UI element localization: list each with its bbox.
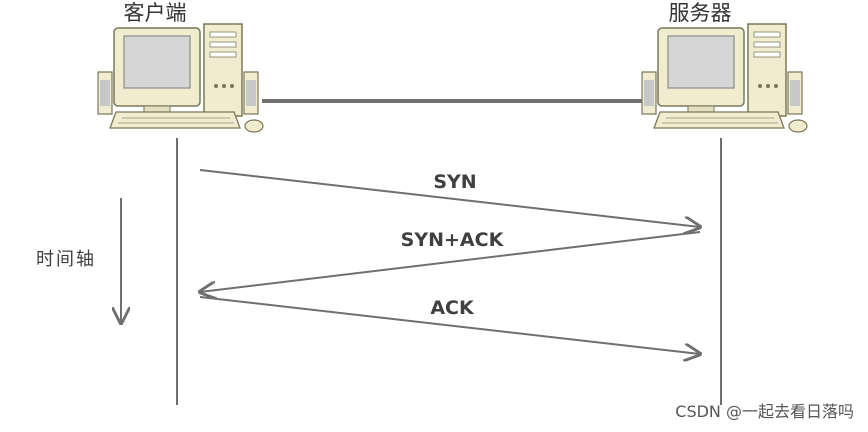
syn-ack-arrow — [200, 231, 701, 292]
client-title: 客户端 — [124, 1, 187, 25]
server-computer-icon — [641, 23, 808, 133]
ack-label: ACK — [430, 297, 475, 319]
syn-ack-label: SYN+ACK — [401, 229, 505, 251]
ack-arrow — [199, 296, 700, 354]
client-computer-icon — [97, 23, 264, 133]
csdn-watermark: CSDN @一起去看日落吗 — [675, 402, 854, 421]
time-axis-label: 时间轴 — [36, 249, 96, 270]
syn-arrow — [199, 169, 700, 227]
server-title: 服务器 — [669, 1, 732, 25]
syn-label: SYN — [433, 171, 476, 193]
